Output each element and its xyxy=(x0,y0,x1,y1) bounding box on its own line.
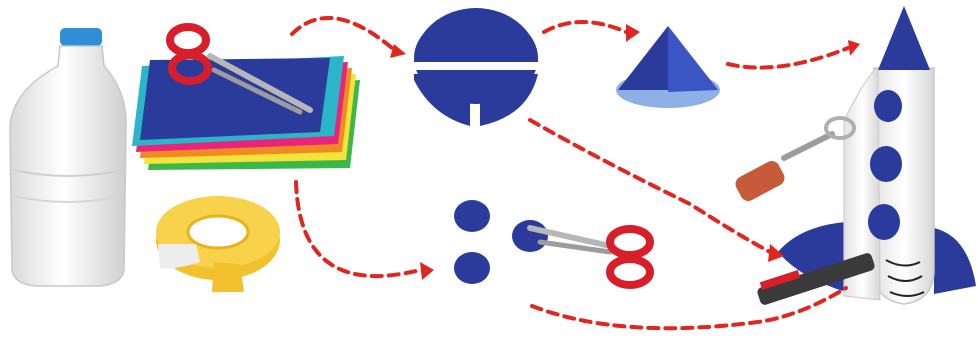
hand-drill xyxy=(733,118,854,204)
felt-circle-cut xyxy=(412,8,542,126)
arrow-cone-to-rocket xyxy=(728,48,848,68)
arrow-bottom xyxy=(532,288,846,328)
bottle-rocket xyxy=(778,6,976,304)
scissors-icon-2 xyxy=(530,228,650,285)
felt-cone xyxy=(616,26,720,108)
felt-dots xyxy=(454,200,548,284)
arrow-circle-to-cone xyxy=(544,22,626,32)
arrow-circle-to-fins xyxy=(530,120,770,252)
tape-roll xyxy=(156,196,280,292)
arrow-tape-to-dots xyxy=(296,182,420,276)
plastic-bottle xyxy=(10,28,126,286)
arrow-felt-to-circle xyxy=(292,18,392,48)
